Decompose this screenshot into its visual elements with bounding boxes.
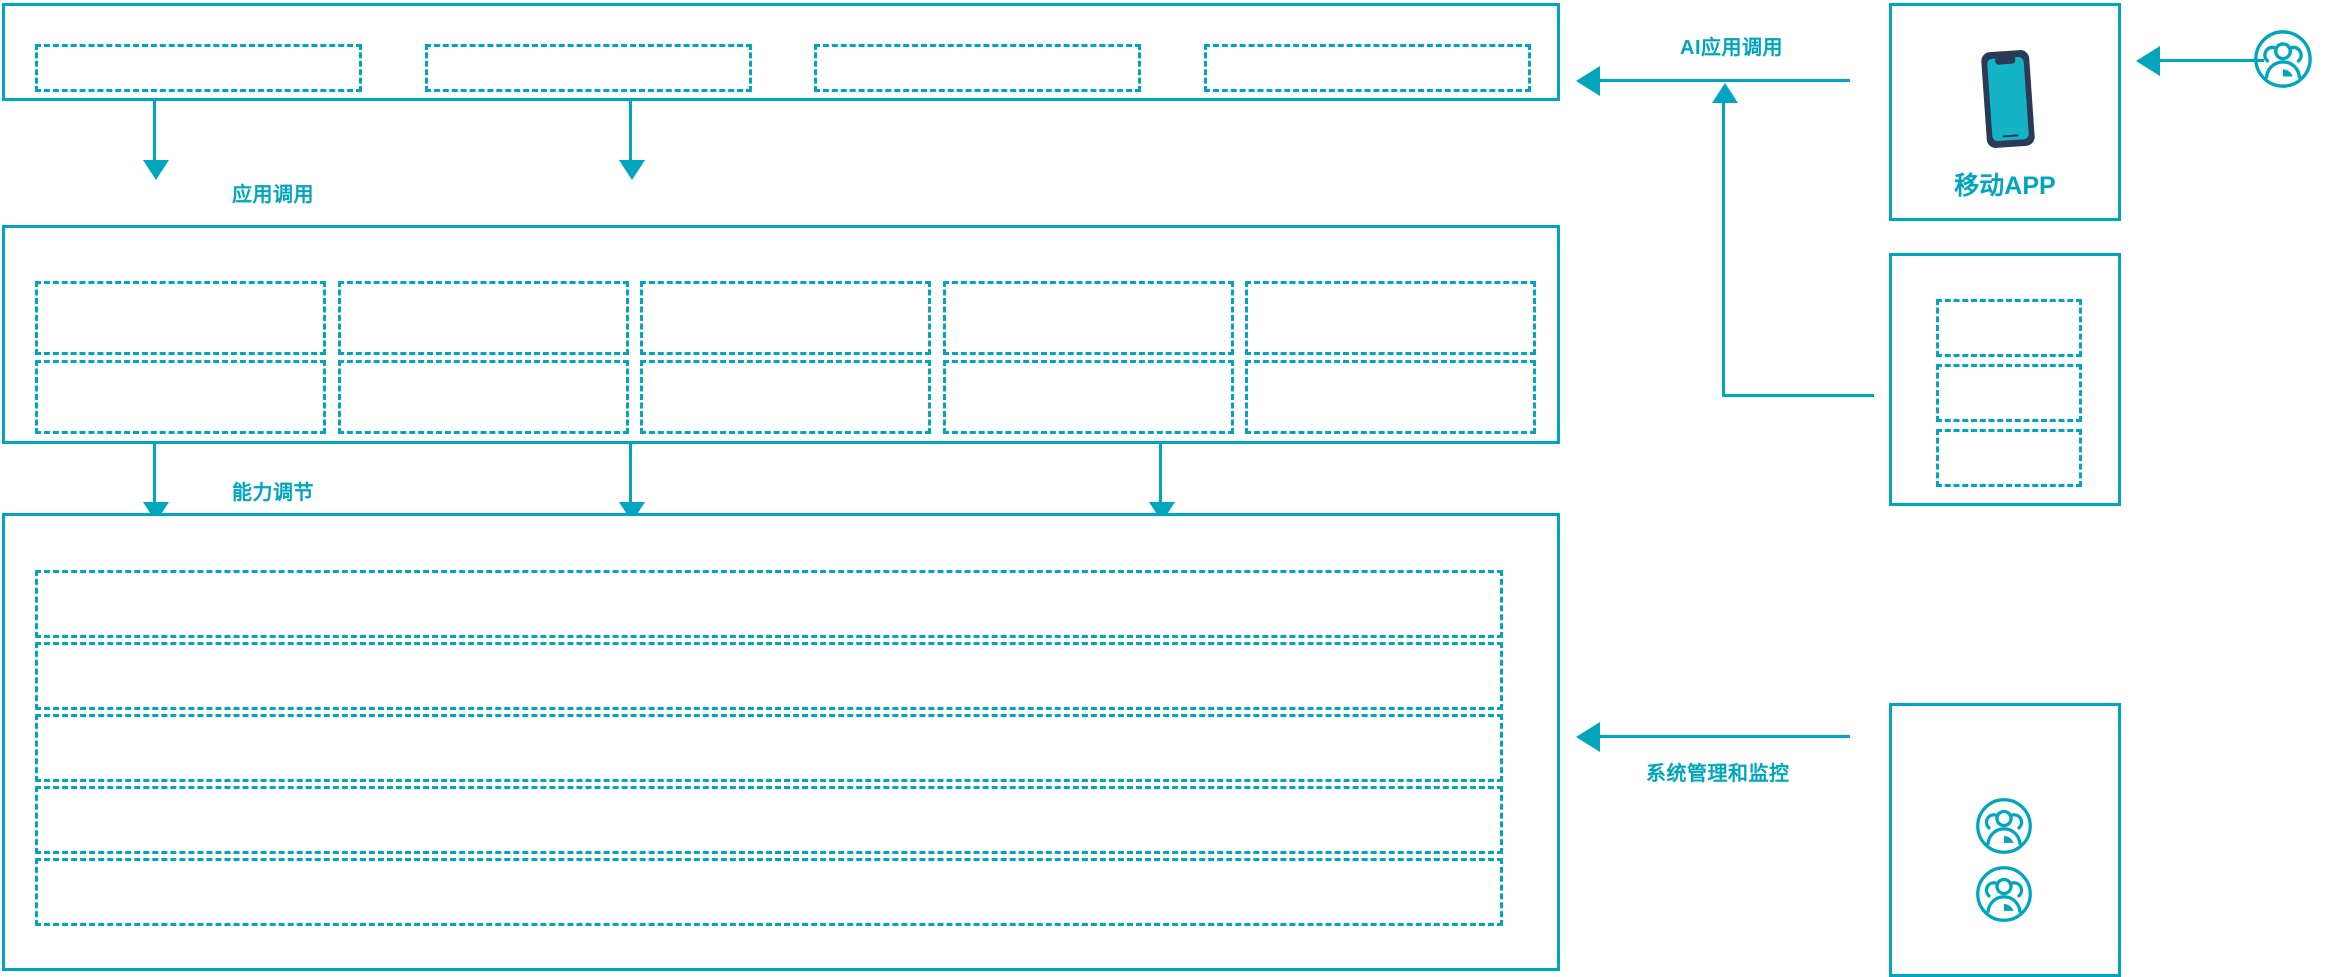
channel-panel [1889,253,2121,506]
platform-layer-cell-3[interactable] [35,714,1503,782]
capability-adjust-connector-left-line [153,444,156,503]
capability-layer-cell-r1c2[interactable] [338,281,629,355]
platform-layer-cell-5[interactable] [35,858,1503,926]
flow-label-capability-adjust: 能力调节 [232,482,314,504]
application-layer-cell-1[interactable] [35,44,362,92]
capability-layer-cell-r2c3[interactable] [640,360,931,434]
capability-layer-cell-r2c5[interactable] [1245,360,1536,434]
flow-label-system-admin-monitor: 系统管理和监控 [1646,763,1790,785]
mobile-app-label: 移动APP [1954,172,2056,200]
capability-adjust-connector-mid-line [629,444,632,503]
user-group-icon-top [1974,796,2034,856]
system-admin-monitor-line [1600,735,1850,738]
application-layer-cell-3[interactable] [814,44,1141,92]
mobile-app-panel[interactable]: 移动APP [1889,3,2121,221]
platform-layer-cell-2[interactable] [35,642,1503,710]
capability-layer-cell-r1c4[interactable] [943,281,1234,355]
capability-layer-cell-r1c3[interactable] [640,281,931,355]
capability-layer-cell-r1c1[interactable] [35,281,326,355]
capability-adjust-connector-right-line [1159,444,1162,503]
end-user-to-mobile-app-arrowhead [2136,46,2160,76]
app-invoke-connector-left-line [153,101,156,161]
flow-label-ai-app-invoke: AI应用调用 [1680,37,1783,59]
channel-panel-cell-2[interactable] [1936,364,2082,422]
ai-app-invoke-riser-elbow [1722,394,1874,397]
capability-layer-cell-r2c4[interactable] [943,360,1234,434]
operations-panel [1889,703,2121,977]
platform-layer-cell-4[interactable] [35,786,1503,854]
application-layer-panel [2,3,1560,101]
user-group-icon-bottom [1974,864,2034,924]
ai-app-invoke-riser-arrowhead [1712,83,1738,103]
channel-panel-cell-1[interactable] [1936,299,2082,357]
smartphone-icon [1967,46,2049,152]
user-group-icon-end-user [2252,28,2314,90]
app-invoke-connector-right-line [629,101,632,161]
capability-layer-panel [2,225,1560,444]
end-user-to-mobile-app-line [2160,59,2264,62]
flow-label-app-invoke: 应用调用 [232,184,314,206]
application-layer-cell-2[interactable] [425,44,752,92]
system-admin-monitor-arrowhead [1576,722,1600,752]
ai-app-invoke-arrowhead [1576,66,1600,96]
ai-app-invoke-riser-line [1722,102,1725,397]
capability-layer-cell-r2c2[interactable] [338,360,629,434]
channel-panel-cell-3[interactable] [1936,429,2082,487]
capability-layer-cell-r2c1[interactable] [35,360,326,434]
app-invoke-connector-left-arrowhead [143,160,169,180]
capability-layer-cell-r1c5[interactable] [1245,281,1536,355]
platform-layer-cell-1[interactable] [35,570,1503,638]
app-invoke-connector-right-arrowhead [619,160,645,180]
platform-layer-panel [2,513,1560,971]
application-layer-cell-4[interactable] [1204,44,1531,92]
ai-app-invoke-line [1600,79,1850,82]
